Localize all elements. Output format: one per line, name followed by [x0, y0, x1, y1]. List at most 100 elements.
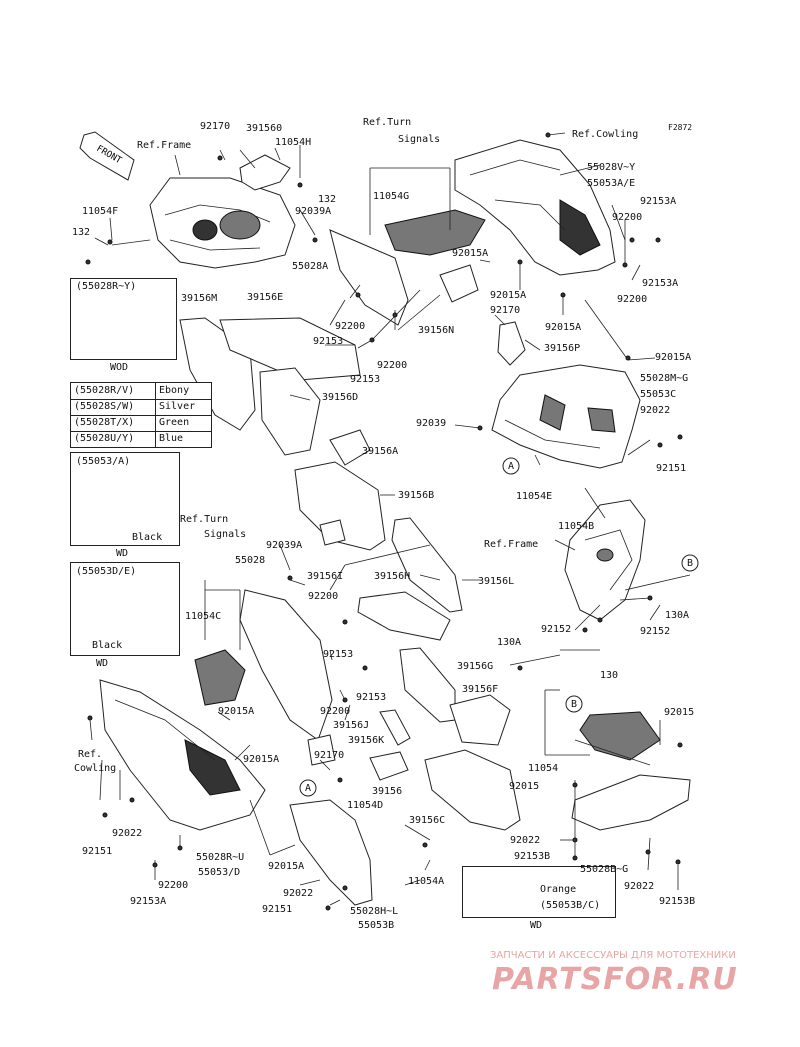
- part-label: 55028M~G: [640, 373, 689, 384]
- part-label: 130A: [665, 610, 690, 621]
- color-row: (55028R/V) Ebony: [71, 383, 211, 400]
- part-label: 55028A: [292, 261, 329, 272]
- part-label: 39156K: [348, 735, 385, 746]
- part-label: 92151: [656, 463, 687, 474]
- part-label: 92152: [541, 624, 572, 635]
- part-label: 130: [600, 670, 619, 681]
- part-label: 92151: [262, 904, 293, 915]
- part-label: 92022: [112, 828, 143, 839]
- part-label: 39156G: [457, 661, 494, 672]
- part-label: 92015A: [268, 861, 305, 872]
- ref-turn-signals-label: Signals: [398, 134, 441, 145]
- right-frame-part: [564, 499, 691, 621]
- bracket-11054h: [239, 154, 291, 191]
- color-name: Ebony: [159, 385, 190, 396]
- part-label: 55028H~L: [350, 906, 399, 917]
- inset-box-55053b-c: [462, 866, 616, 918]
- part-label: 132: [72, 227, 91, 238]
- color-row: (55028S/W) Silver: [71, 399, 211, 416]
- part-label: 55028B~G: [580, 864, 629, 875]
- color-code: (55028R/V): [74, 385, 135, 396]
- pad-39156n: [439, 264, 479, 303]
- callout-letter: B: [687, 558, 694, 569]
- panel-39156g: [399, 647, 456, 723]
- part-label: 92022: [624, 881, 655, 892]
- part-label: 11054B: [558, 521, 595, 532]
- ref-cowling-label: Ref.Cowling: [572, 129, 639, 140]
- inset-box3-note: Black: [92, 640, 123, 651]
- ref-cowling-label: Cowling: [74, 763, 117, 774]
- part-label: 11054E: [516, 491, 553, 502]
- part-label: 39156H: [374, 571, 411, 582]
- part-label: 92170: [490, 305, 521, 316]
- inset-box2-title: (55053/A): [76, 456, 131, 467]
- callout-letter: A: [508, 461, 515, 472]
- middle-cowling-part: [491, 364, 641, 469]
- pad-39156: [369, 751, 409, 781]
- part-label: 55053B: [358, 920, 395, 931]
- part-label: 92170: [200, 121, 231, 132]
- callout-letter: A: [305, 783, 312, 794]
- part-label: 92039A: [295, 206, 332, 217]
- part-label: 92200: [612, 212, 643, 223]
- color-row: (55028T/X) Green: [71, 415, 211, 432]
- part-label: 92015: [664, 707, 695, 718]
- inset-box4-title: (55053B/C): [540, 900, 601, 911]
- ref-turn-signals-label: Ref.Turn: [180, 514, 229, 525]
- inset-box2-note: Black: [132, 532, 163, 543]
- part-label: 11054D: [347, 800, 384, 811]
- part-label: 92153: [350, 374, 381, 385]
- part-label: 92015A: [243, 754, 280, 765]
- part-label: 92170: [314, 750, 345, 761]
- pad-39156a: [329, 429, 371, 466]
- part-label: 55028R~U: [196, 852, 245, 863]
- part-label: 92153A: [640, 196, 677, 207]
- color-name: Green: [159, 417, 190, 428]
- fastener-dots: [85, 132, 683, 911]
- lower-cowling-center-part: [289, 799, 373, 906]
- part-label: 11054F: [82, 206, 119, 217]
- part-label: 55028V~Y: [587, 162, 636, 173]
- pad-39156j: [379, 709, 411, 746]
- part-label: 92200: [308, 591, 339, 602]
- part-label: 39156E: [247, 292, 284, 303]
- part-label: 391560: [246, 123, 283, 134]
- part-label: 92200: [377, 360, 408, 371]
- part-label: 55053/D: [198, 867, 241, 878]
- inset-box-55053a: [70, 452, 180, 546]
- part-label: 92015: [509, 781, 540, 792]
- part-label: 92200: [335, 321, 366, 332]
- front-arrow-icon: FRONT: [79, 131, 135, 181]
- bracket-92015: [579, 711, 661, 761]
- part-label: 39156: [372, 786, 403, 797]
- ref-frame-label: Ref.Frame: [137, 140, 192, 151]
- panel-55028a: [329, 229, 409, 326]
- part-label: 92153: [313, 336, 344, 347]
- panel-39156l: [357, 591, 451, 641]
- bracket-11054c: [194, 649, 246, 706]
- part-label: 92200: [320, 706, 351, 717]
- part-label: 39156N: [418, 325, 455, 336]
- panel-39156b: [294, 461, 386, 551]
- watermark-tagline: ЗАПЧАСТИ И АКСЕССУАРЫ ДЛЯ МОТОТЕХНИКИ: [490, 950, 736, 961]
- part-label: 92152: [640, 626, 671, 637]
- part-label: 39156C: [409, 815, 446, 826]
- part-label: 92015A: [452, 248, 489, 259]
- part-label: 11054H: [275, 137, 312, 148]
- part-label: 92039: [416, 418, 447, 429]
- pad-39156k: [307, 734, 336, 766]
- part-label: 39156F: [462, 684, 499, 695]
- frame-part: [149, 177, 296, 269]
- ref-turn-signals-label: Signals: [204, 529, 247, 540]
- color-name: Blue: [159, 433, 184, 444]
- bracket-11054g: [384, 209, 486, 256]
- part-label: 92153: [356, 692, 387, 703]
- inset-box4-note: Orange: [540, 884, 577, 895]
- color-name: Silver: [159, 401, 196, 412]
- part-label: 39156M: [181, 293, 218, 304]
- inset-box4-footer: WD: [530, 920, 543, 931]
- color-row: (55028U/Y) Blue: [71, 431, 211, 447]
- part-label: 92015A: [490, 290, 527, 301]
